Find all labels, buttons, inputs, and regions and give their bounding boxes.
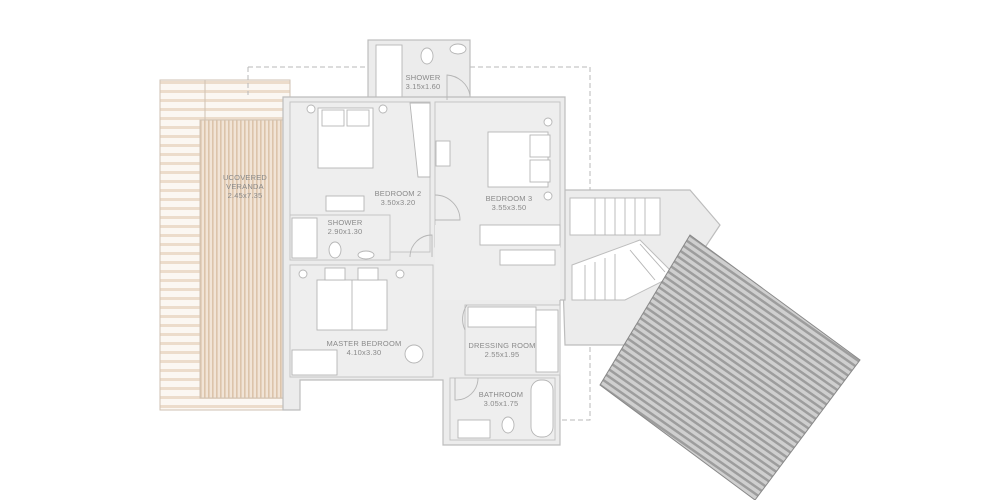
lamp-icon [543, 191, 553, 201]
desk [435, 140, 451, 167]
toilet-icon [420, 47, 434, 65]
bedroom-3-label: BEDROOM 3 [486, 194, 533, 203]
dressing-room-size: 2.55x1.95 [485, 350, 520, 359]
shower-top-size: 3.15x1.60 [406, 82, 441, 91]
tiled-roof [599, 234, 861, 500]
shower-top-label: SHOWER [406, 73, 441, 82]
veranda-label: UCOVERED [223, 173, 267, 182]
staircase [559, 189, 721, 346]
veranda-label: VERANDA [226, 182, 264, 191]
bathtub [530, 379, 554, 438]
lamp-icon [543, 117, 553, 127]
sink-icon [357, 250, 375, 260]
bathroom-size: 3.05x1.75 [484, 399, 519, 408]
bedroom-2-label: BEDROOM 2 [375, 189, 422, 198]
sink-icon [449, 43, 467, 55]
wardrobe [535, 309, 559, 373]
desk [325, 195, 365, 212]
lamp-icon [306, 104, 316, 114]
master-bedroom-size: 4.10x3.30 [347, 348, 382, 357]
bed-bedroom-3 [487, 131, 551, 188]
wardrobe [467, 306, 537, 328]
bedroom-3-size: 3.55x3.50 [492, 203, 527, 212]
shower-tray [375, 44, 403, 101]
lamp-icon [378, 104, 388, 114]
dressing-room-label: DRESSING ROOM [468, 341, 535, 350]
toilet-icon [328, 241, 342, 259]
bedroom-2-size: 3.50x3.20 [381, 198, 416, 207]
desk [291, 349, 338, 376]
lamp-icon [298, 269, 308, 279]
bathroom-label: BATHROOM [479, 390, 523, 399]
doors [409, 74, 479, 401]
shower-tray [291, 217, 318, 259]
shower-mid-label: SHOWER [328, 218, 363, 227]
veranda [159, 79, 291, 411]
shelf [499, 249, 556, 266]
wardrobe [409, 102, 431, 178]
lamp-icon [395, 269, 405, 279]
armchair [404, 344, 424, 364]
wardrobe [479, 224, 561, 246]
sink-icon [457, 419, 491, 439]
veranda-size: 2.45x7.35 [228, 191, 263, 200]
shower-mid-size: 2.90x1.30 [328, 227, 363, 236]
bed-master [316, 267, 388, 331]
master-bedroom-label: MASTER BEDROOM [327, 339, 402, 348]
toilet-icon [501, 416, 515, 434]
bed-bedroom-2 [317, 107, 374, 169]
